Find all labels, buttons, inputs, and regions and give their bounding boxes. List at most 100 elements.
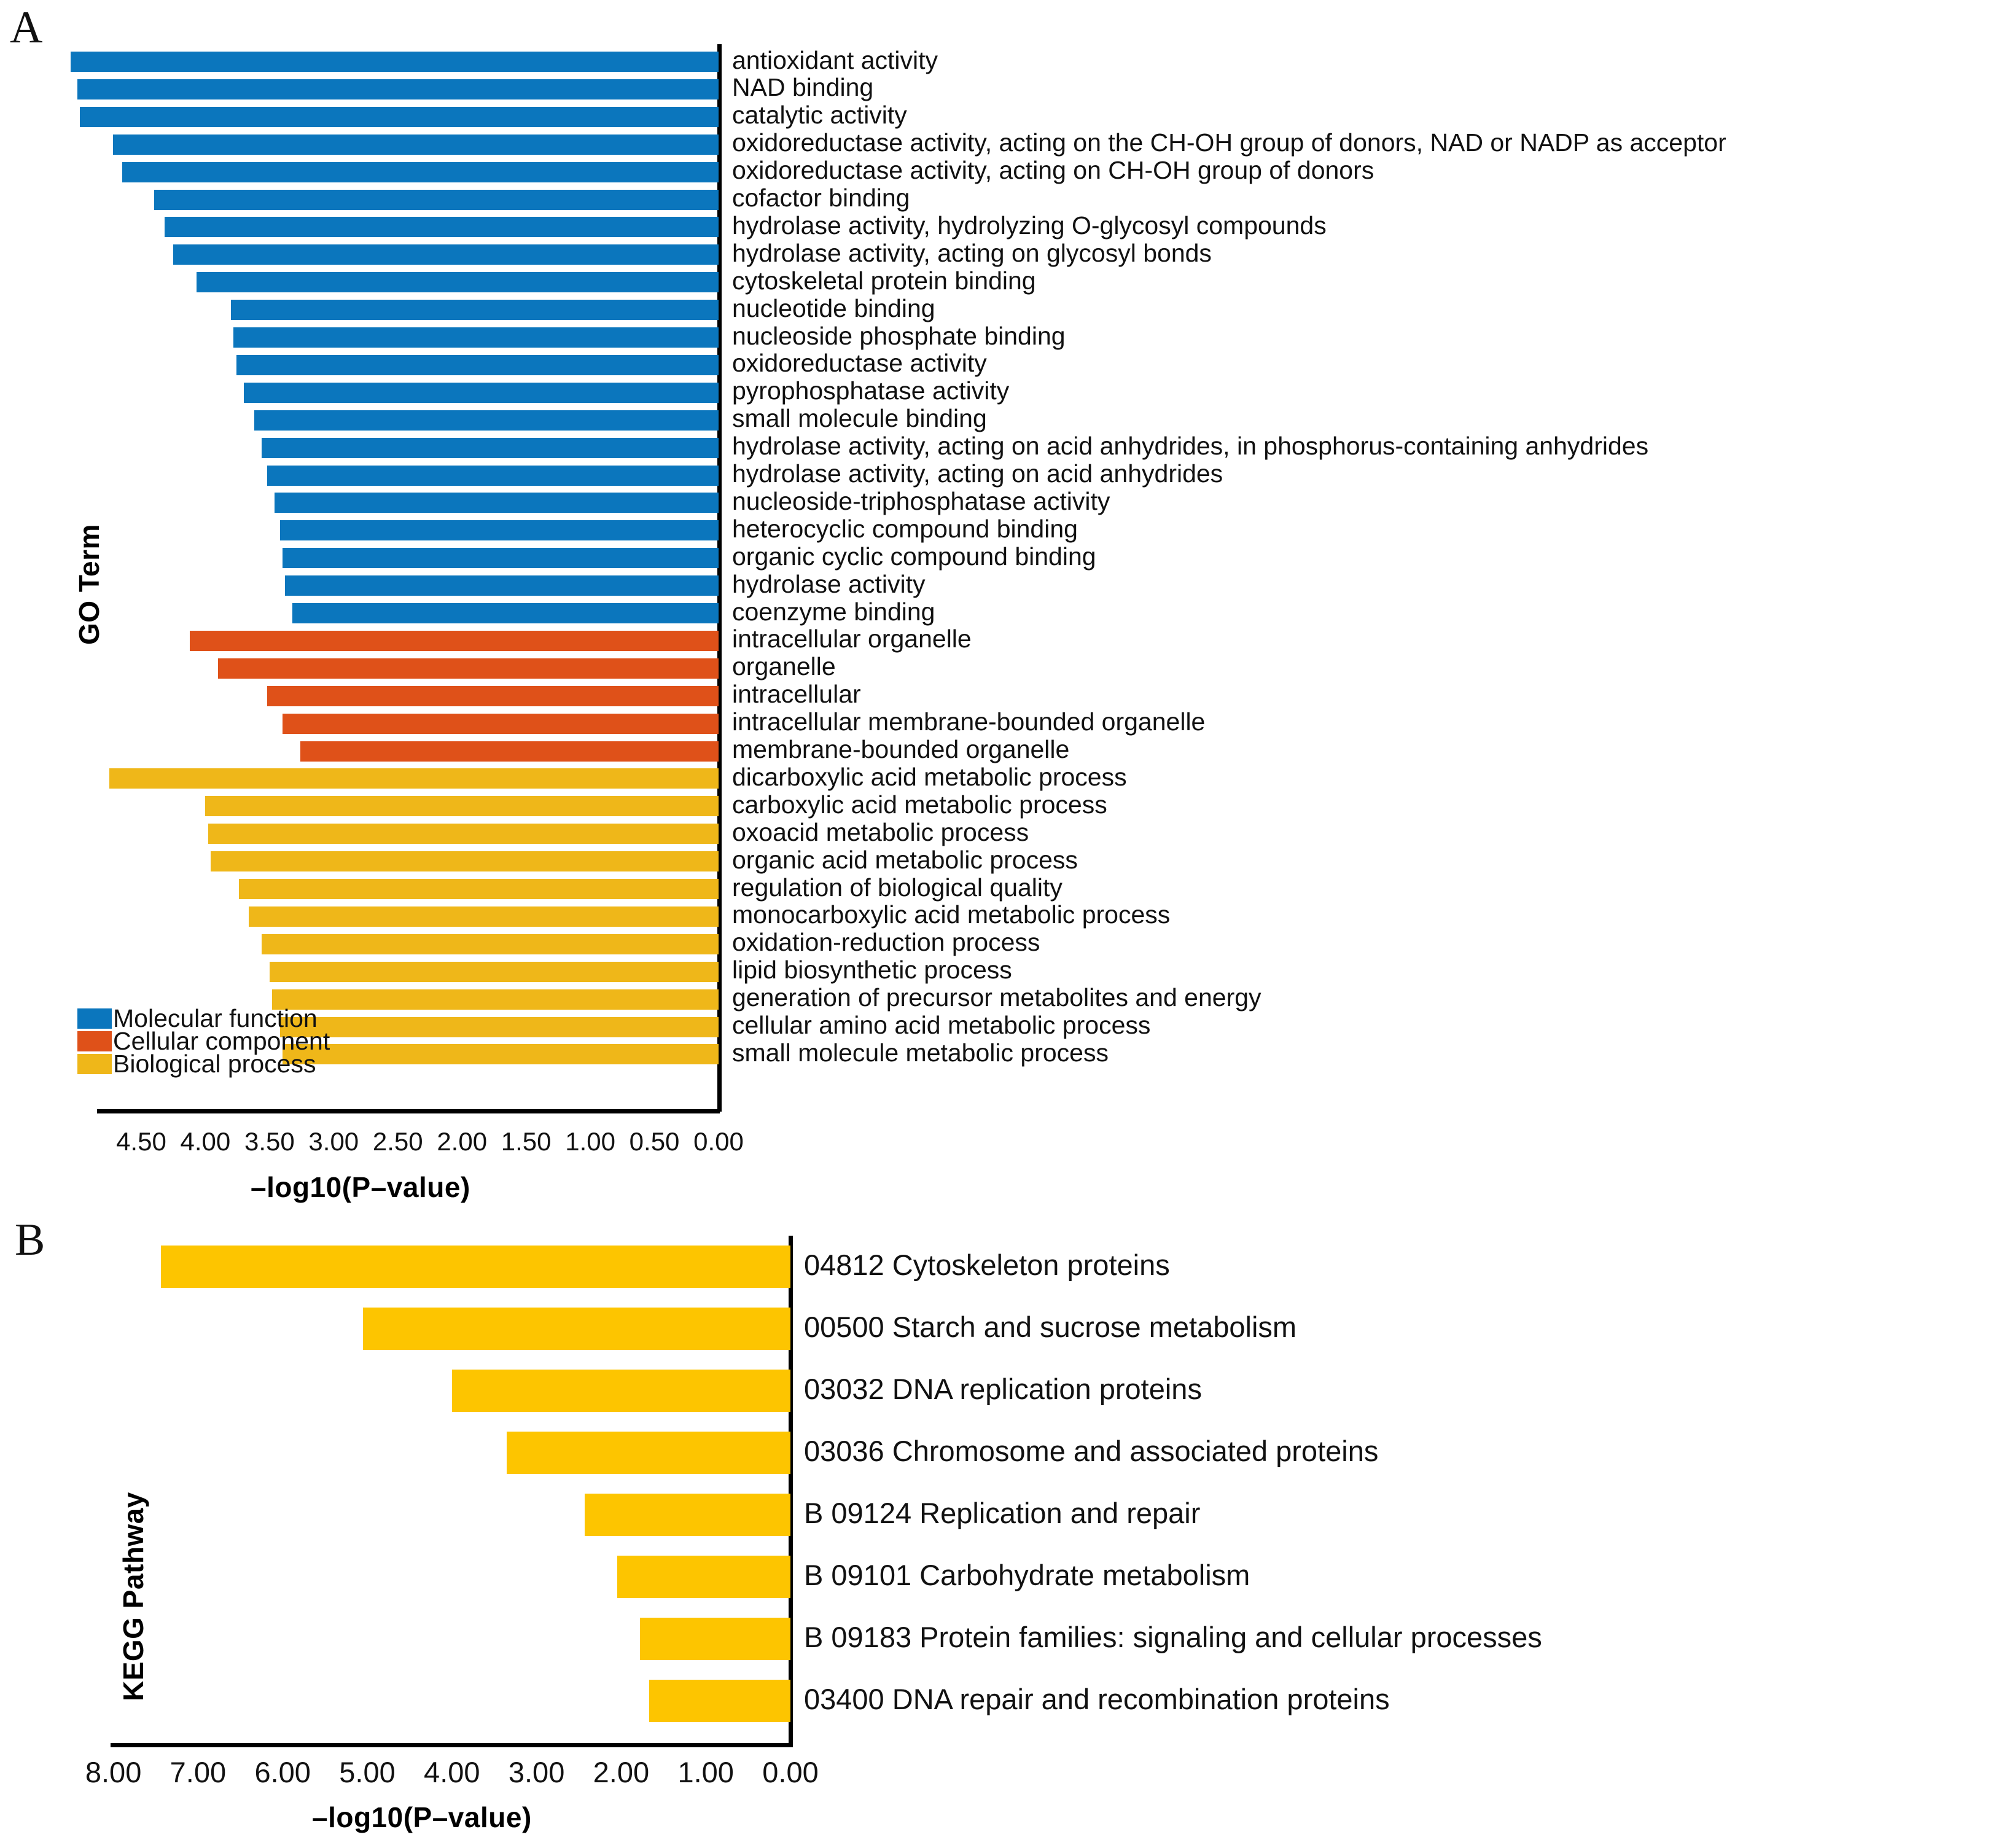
x-tick-label: 4.00 xyxy=(424,1756,480,1788)
bar xyxy=(236,354,719,375)
bar-category-label: B 09124 Replication and repair xyxy=(804,1497,1201,1530)
bar xyxy=(79,106,719,127)
bar xyxy=(262,934,719,954)
legend-item: Molecular function xyxy=(77,1004,330,1032)
bar-category-label: generation of precursor metabolites and … xyxy=(732,983,1261,1012)
bar-category-label: regulation of biological quality xyxy=(732,873,1063,902)
bar xyxy=(507,1432,790,1474)
bar-category-label: 03400 DNA repair and recombination prote… xyxy=(804,1683,1390,1716)
panel-b-x-axis-line xyxy=(111,1743,793,1747)
x-tick-label: 3.00 xyxy=(308,1127,359,1156)
x-tick-label: 0.00 xyxy=(693,1127,744,1156)
bar-category-label: heterocyclic compound binding xyxy=(732,514,1078,543)
bar xyxy=(649,1680,790,1722)
bar-category-label: B 09101 Carbohydrate metabolism xyxy=(804,1559,1250,1592)
x-tick-label: 1.00 xyxy=(677,1756,734,1788)
bar-category-label: cytoskeletal protein binding xyxy=(732,266,1036,295)
bar xyxy=(300,741,719,762)
panel-b-kegg-enrichment-chart: B KEGG Pathway 04812 Cytoskeleton protei… xyxy=(0,1204,2012,1848)
bar xyxy=(279,520,719,541)
bar xyxy=(279,1016,719,1037)
bar-category-label: organic acid metabolic process xyxy=(732,845,1078,874)
bar-category-label: hydrolase activity, acting on acid anhyd… xyxy=(732,459,1223,488)
x-tick-label: 2.00 xyxy=(437,1127,488,1156)
bar-category-label: pyrophosphatase activity xyxy=(732,376,1010,405)
bar xyxy=(205,796,719,817)
bar-category-label: small molecule metabolic process xyxy=(732,1038,1109,1067)
bar-category-label: intracellular organelle xyxy=(732,625,972,653)
x-tick-label: 6.00 xyxy=(254,1756,311,1788)
bar-category-label: oxidoreductase activity, acting on CH-OH… xyxy=(732,156,1374,185)
x-tick-label: 3.00 xyxy=(508,1756,565,1788)
bar-category-label: antioxidant activity xyxy=(732,45,938,74)
bar xyxy=(71,52,719,72)
bar-category-label: oxidation-reduction process xyxy=(732,928,1040,957)
bar-category-label: monocarboxylic acid metabolic process xyxy=(732,900,1171,929)
bar xyxy=(122,162,719,182)
bar-category-label: cellular amino acid metabolic process xyxy=(732,1011,1151,1040)
x-tick-label: 2.00 xyxy=(593,1756,650,1788)
bar xyxy=(292,603,719,623)
bar-category-label: dicarboxylic acid metabolic process xyxy=(732,762,1127,791)
bar-category-label: NAD binding xyxy=(732,73,874,102)
x-tick-label: 4.50 xyxy=(116,1127,166,1156)
x-tick-label: 0.00 xyxy=(762,1756,819,1788)
x-tick-label: 4.00 xyxy=(180,1127,231,1156)
bar xyxy=(218,658,719,679)
x-tick-label: 3.50 xyxy=(244,1127,295,1156)
bar-category-label: oxidoreductase activity, acting on the C… xyxy=(732,128,1726,157)
x-tick-label: 2.50 xyxy=(372,1127,423,1156)
bar-category-label: intracellular membrane-bounded organelle xyxy=(732,708,1206,736)
bar-category-label: 00500 Starch and sucrose metabolism xyxy=(804,1311,1297,1344)
bar xyxy=(244,382,719,403)
bar xyxy=(585,1494,790,1536)
bar xyxy=(164,217,719,238)
bar-category-label: coenzyme binding xyxy=(732,597,935,626)
bar-category-label: organelle xyxy=(732,652,836,681)
bar-category-label: hydrolase activity, acting on acid anhyd… xyxy=(732,432,1649,461)
bar xyxy=(190,630,719,651)
bar xyxy=(284,575,719,596)
bar xyxy=(617,1556,790,1598)
bar xyxy=(249,906,719,927)
bar-category-label: 03036 Chromosome and associated proteins xyxy=(804,1435,1379,1468)
bar xyxy=(451,1370,790,1412)
bar-category-label: lipid biosynthetic process xyxy=(732,956,1012,984)
bar-category-label: nucleoside-triphosphatase activity xyxy=(732,486,1110,515)
bar-category-label: organic cyclic compound binding xyxy=(732,542,1096,571)
legend-label: Molecular function xyxy=(113,1004,318,1032)
bar xyxy=(282,713,719,734)
x-tick-label: 1.00 xyxy=(565,1127,615,1156)
bar xyxy=(269,961,719,982)
legend-item: Cellular component xyxy=(77,1027,330,1055)
x-tick-label: 7.00 xyxy=(170,1756,227,1788)
legend-item: Biological process xyxy=(77,1051,330,1077)
panel-a-x-axis-line xyxy=(97,1109,720,1113)
bar xyxy=(173,244,719,265)
bar xyxy=(233,327,719,348)
bar xyxy=(272,989,719,1010)
bar-category-label: membrane-bounded organelle xyxy=(732,735,1070,764)
x-tick-label: 8.00 xyxy=(85,1756,142,1788)
bar xyxy=(238,879,719,899)
legend-label: Cellular component xyxy=(113,1027,330,1055)
bar xyxy=(282,548,719,569)
bar xyxy=(275,493,719,513)
bar-category-label: catalytic activity xyxy=(732,101,907,130)
bar xyxy=(639,1618,790,1660)
bar xyxy=(196,272,719,293)
bar xyxy=(109,768,719,789)
bar-category-label: small molecule binding xyxy=(732,404,987,433)
panel-b-letter: B xyxy=(15,1215,45,1265)
bar xyxy=(267,465,719,486)
bar xyxy=(363,1308,790,1350)
bar xyxy=(77,79,719,99)
legend-color-swatch xyxy=(77,1054,112,1074)
bar-category-label: B 09183 Protein families: signaling and … xyxy=(804,1621,1542,1654)
bar-category-label: nucleotide binding xyxy=(732,294,935,322)
bar xyxy=(282,1044,719,1065)
bar xyxy=(210,851,719,872)
